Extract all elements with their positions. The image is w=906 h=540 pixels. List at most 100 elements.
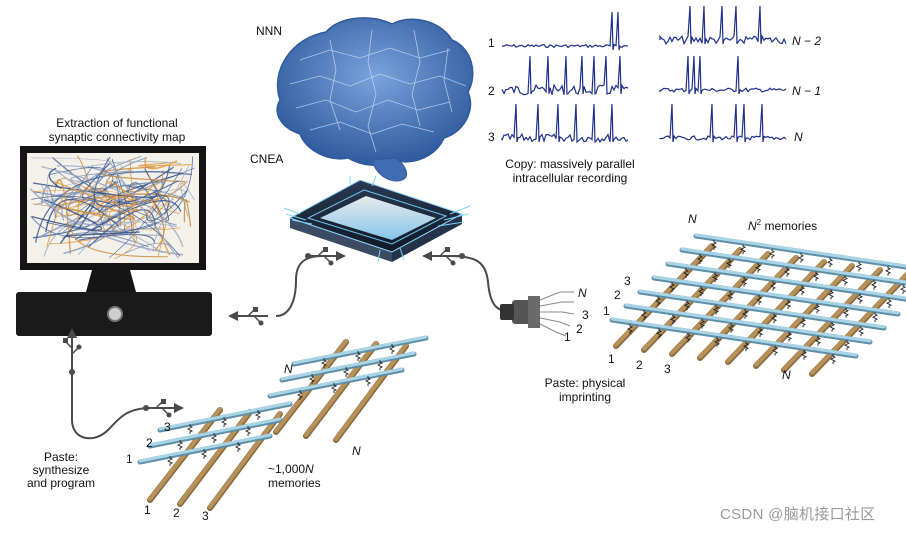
large-memristor bbox=[826, 257, 834, 268]
connectivity-line bbox=[46, 163, 116, 210]
connectivity-line bbox=[33, 189, 119, 211]
small-memristor bbox=[330, 383, 338, 393]
connectivity-line bbox=[70, 170, 133, 184]
large-memristor bbox=[829, 354, 837, 365]
large-memristor bbox=[696, 254, 704, 264]
large-memristor bbox=[710, 240, 718, 250]
label-memories-small-line1: ~1,000N bbox=[268, 462, 314, 476]
brain-nnn bbox=[276, 17, 474, 182]
connectivity-line bbox=[49, 169, 164, 245]
grid-small-row-1: 1 bbox=[126, 452, 133, 466]
trace-label-n: N bbox=[794, 130, 803, 144]
large-memristor bbox=[871, 312, 879, 323]
large-memristor bbox=[771, 345, 779, 356]
small-memristor bbox=[388, 344, 396, 354]
large-row-wire-highlight bbox=[624, 303, 872, 343]
large-row-wire-highlight bbox=[680, 247, 906, 284]
large-memristor bbox=[712, 304, 720, 315]
large-memristor bbox=[668, 282, 676, 292]
small-memristor bbox=[210, 433, 218, 443]
connectivity-line bbox=[138, 162, 192, 167]
grid-small-col-2: 2 bbox=[173, 506, 180, 520]
watermark: CSDN @脑机接口社区 bbox=[720, 506, 876, 523]
large-memristor bbox=[683, 300, 691, 311]
trace-label-2: 2 bbox=[488, 84, 495, 98]
connectivity-line bbox=[33, 192, 109, 256]
connectivity-map bbox=[29, 155, 195, 260]
large-memristor bbox=[813, 303, 821, 314]
large-memristor bbox=[626, 324, 634, 334]
trace-label-n-minus-1: N − 1 bbox=[792, 84, 822, 98]
connector-label-1: 1 bbox=[564, 330, 571, 344]
trace-n bbox=[659, 103, 787, 143]
small-memristor bbox=[176, 440, 184, 450]
large-row-wire-highlight bbox=[694, 233, 906, 268]
label-memories-big: N2 memories bbox=[748, 216, 817, 233]
large-memristor bbox=[768, 248, 776, 259]
large-memristor bbox=[655, 328, 663, 339]
connectivity-line bbox=[144, 158, 178, 170]
large-memristor bbox=[682, 268, 690, 278]
large-memristor bbox=[769, 280, 777, 291]
grid-big-col-2: 2 bbox=[636, 358, 643, 372]
large-memristor bbox=[783, 266, 791, 277]
usb-icon-chip-left bbox=[305, 247, 346, 266]
usb-icon-chip-right bbox=[422, 247, 465, 266]
large-memristor bbox=[799, 317, 807, 328]
connectivity-line bbox=[180, 182, 195, 217]
trace-n-minus-2 bbox=[659, 5, 787, 46]
large-memristor bbox=[785, 331, 793, 342]
trace-n-minus-1 bbox=[659, 55, 787, 95]
label-paste-imprint-line2: imprinting bbox=[558, 390, 612, 404]
small-memristor bbox=[200, 449, 208, 459]
large-memristor bbox=[884, 265, 892, 276]
grid-big-row-1: 1 bbox=[603, 304, 610, 318]
connectivity-line bbox=[100, 166, 186, 183]
grid-small-row-2: 2 bbox=[146, 436, 153, 450]
grid-small-col-3: 3 bbox=[202, 509, 209, 523]
connectivity-line bbox=[75, 195, 170, 241]
memories-small-count: ~1,000 bbox=[268, 462, 306, 476]
large-memristor bbox=[828, 321, 836, 332]
connectivity-line bbox=[43, 220, 163, 257]
connector-label-3: 3 bbox=[582, 308, 589, 322]
small-row-wire-highlight bbox=[268, 367, 404, 397]
small-memristor bbox=[364, 376, 372, 386]
grid-small-col-n: N bbox=[352, 444, 361, 458]
large-memristor bbox=[713, 336, 721, 347]
large-memristor bbox=[741, 308, 749, 319]
trace-label-1: 1 bbox=[488, 36, 495, 50]
small-row-wire-highlight bbox=[138, 433, 272, 463]
large-memristor bbox=[727, 322, 735, 333]
large-memristor bbox=[755, 294, 763, 305]
connector-label-2: 2 bbox=[576, 322, 583, 336]
small-column-wire-highlight bbox=[208, 411, 282, 509]
large-memristor bbox=[855, 261, 863, 272]
memories-big-base: N bbox=[748, 219, 757, 233]
small-memristor bbox=[186, 424, 194, 434]
large-memristor bbox=[754, 262, 762, 273]
label-extraction-line2: synaptic connectivity map bbox=[48, 130, 186, 144]
grid-big-row-n: N bbox=[688, 212, 697, 226]
large-memristor bbox=[640, 310, 648, 320]
connectivity-line bbox=[53, 180, 136, 207]
small-memristor bbox=[376, 360, 384, 370]
small-memristor bbox=[244, 426, 252, 436]
label-copy-line2: intracellular recording bbox=[512, 171, 628, 185]
label-paste-synth-line3: and program bbox=[26, 476, 96, 490]
large-row-wire-highlight bbox=[638, 289, 886, 329]
connectivity-line bbox=[41, 165, 184, 247]
connectivity-line bbox=[76, 155, 106, 232]
monitor bbox=[16, 146, 212, 336]
connectivity-line bbox=[64, 231, 140, 238]
connectivity-line bbox=[152, 165, 190, 252]
connectivity-line bbox=[29, 188, 184, 256]
small-memristor bbox=[254, 410, 262, 420]
large-memristor bbox=[797, 252, 805, 263]
grid-small-col-1: 1 bbox=[144, 503, 151, 517]
grid-big-row-2: 2 bbox=[614, 288, 621, 302]
large-memristor bbox=[812, 271, 820, 282]
memories-big-sup: 2 bbox=[756, 218, 762, 227]
small-column-wire-highlight bbox=[304, 341, 378, 437]
